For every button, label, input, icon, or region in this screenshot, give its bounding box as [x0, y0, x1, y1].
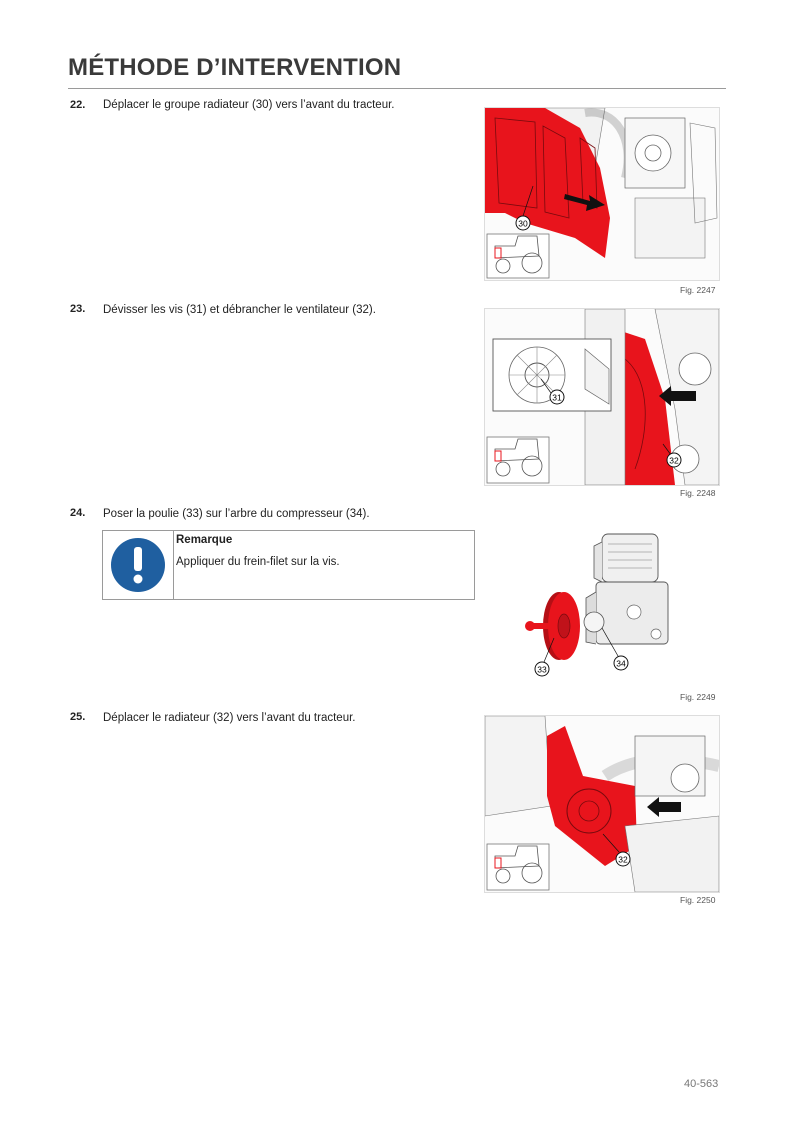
tractor-locator-icon: [486, 843, 550, 891]
step-number: 24.: [70, 507, 86, 519]
callout-34: 34: [601, 627, 629, 671]
svg-text:34: 34: [616, 659, 626, 669]
figure-caption: Fig. 2250: [680, 895, 716, 905]
svg-text:31: 31: [552, 393, 562, 403]
callout-32: 32: [662, 443, 682, 468]
figure-caption: Fig. 2247: [680, 285, 716, 295]
compressor-drawing: [583, 533, 669, 645]
svg-text:32: 32: [618, 855, 628, 865]
callout-32: 32: [602, 833, 631, 867]
step-number: 23.: [70, 303, 86, 315]
figure-2248: 31 32: [484, 308, 720, 486]
page-number: 40-563: [684, 1078, 719, 1090]
step-number: 22.: [70, 99, 86, 111]
tractor-locator-icon: [486, 233, 550, 279]
figure-2250: 32: [484, 715, 720, 893]
note-title: Remarque: [176, 534, 233, 546]
step-text: Dévisser les vis (31) et débrancher le v…: [103, 304, 376, 316]
svg-text:32: 32: [669, 456, 679, 466]
callout-31: 31: [549, 389, 565, 405]
figure-2249: 33 34: [484, 522, 718, 684]
tractor-locator-icon: [486, 436, 550, 484]
step-text: Déplacer le radiateur (32) vers l’avant …: [103, 712, 356, 724]
note-box: Remarque Appliquer du frein-filet sur la…: [102, 530, 475, 600]
figure-caption: Fig. 2249: [680, 692, 716, 702]
step-text: Déplacer le groupe radiateur (30) vers l…: [103, 99, 395, 111]
callout-30: 30: [515, 185, 534, 231]
figure-caption: Fig. 2248: [680, 488, 716, 498]
note-text: Appliquer du frein-filet sur la vis.: [176, 556, 340, 568]
svg-text:33: 33: [537, 665, 547, 675]
pulley-drawing: [525, 592, 580, 660]
note-icon-cell: [103, 531, 174, 599]
page-title: MÉTHODE D’INTERVENTION: [68, 54, 402, 81]
figure-2247: 30: [484, 107, 720, 281]
step-number: 25.: [70, 711, 86, 723]
exclamation-icon: [111, 538, 165, 592]
step-text: Poser la poulie (33) sur l’arbre du comp…: [103, 508, 370, 520]
title-divider: [68, 88, 726, 89]
svg-text:30: 30: [518, 219, 528, 229]
callout-33: 33: [534, 637, 555, 677]
